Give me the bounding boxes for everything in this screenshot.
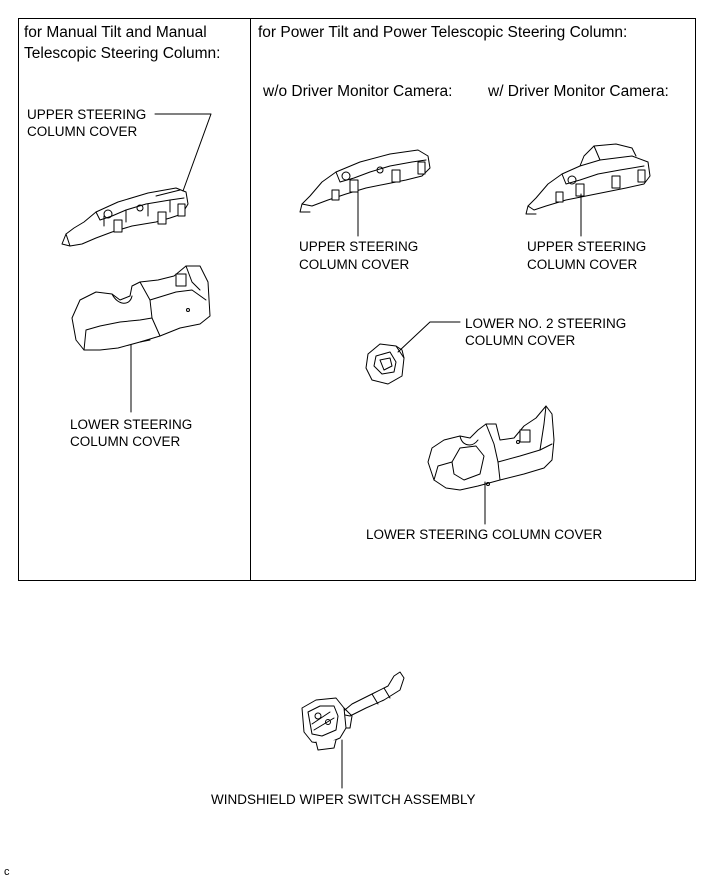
upper-cover-without-camera-drawing (299, 149, 431, 213)
with-camera-heading: w/ Driver Monitor Camera: (488, 83, 669, 100)
manual-lower-cover-drawing (71, 265, 211, 351)
lower-no2-cover-leader (397, 321, 461, 353)
manual-upper-cover-label-line2: COLUMN COVER (27, 124, 138, 139)
manual-heading-line1: for Manual Tilt and Manual (24, 24, 207, 41)
power-lower-cover-label: LOWER STEERING COLUMN COVER (366, 527, 603, 542)
wiper-switch-drawing (301, 671, 405, 751)
lower-no2-cover-label-line1: LOWER NO. 2 STEERING (465, 316, 627, 331)
upper-cover-a-label-line1: UPPER STEERING (299, 239, 419, 254)
upper-cover-a-label-line2: COLUMN COVER (299, 257, 410, 272)
manual-upper-cover-drawing (61, 187, 189, 247)
power-lower-cover-drawing (427, 405, 555, 491)
upper-cover-b-label-line2: COLUMN COVER (527, 257, 638, 272)
manual-lower-cover-label-line1: LOWER STEERING (70, 417, 193, 432)
manual-heading-line2: Telescopic Steering Column: (24, 45, 221, 62)
panel-divider (250, 18, 251, 581)
manual-upper-cover-label-line1: UPPER STEERING (27, 107, 147, 122)
without-camera-heading: w/o Driver Monitor Camera: (263, 83, 453, 100)
corner-mark: c (4, 866, 10, 878)
upper-cover-b-label-line1: UPPER STEERING (527, 239, 647, 254)
lower-no2-cover-drawing (365, 343, 405, 385)
diagram-frame (18, 18, 696, 581)
manual-upper-cover-leader (154, 113, 212, 192)
wiper-switch-label: WINDSHIELD WIPER SWITCH ASSEMBLY (211, 792, 476, 807)
upper-cover-with-camera-drawing (525, 143, 651, 215)
manual-lower-cover-label-line2: COLUMN COVER (70, 434, 181, 449)
lower-no2-cover-label-line2: COLUMN COVER (465, 333, 576, 348)
power-heading: for Power Tilt and Power Telescopic Stee… (258, 24, 628, 41)
